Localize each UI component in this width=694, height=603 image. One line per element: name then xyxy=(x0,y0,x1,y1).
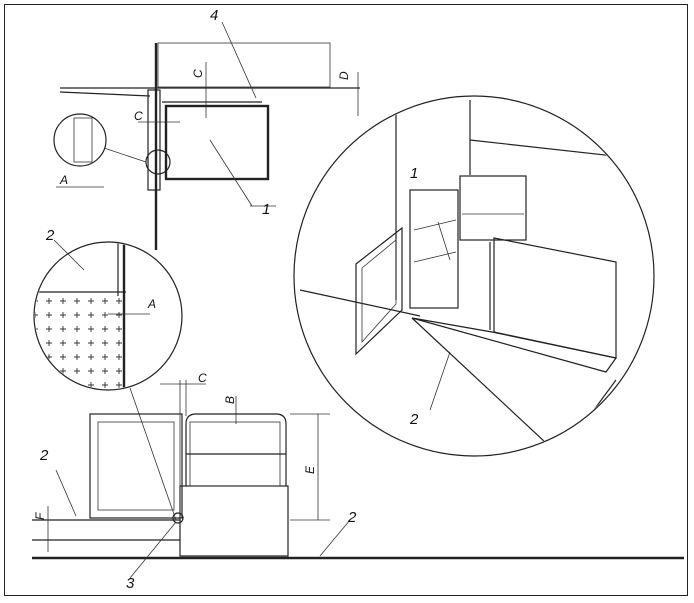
gate-frame xyxy=(147,89,161,191)
dim-label-d: D xyxy=(337,71,351,80)
leader-1 xyxy=(209,139,253,207)
drawing-frame xyxy=(4,4,688,596)
detail-floor xyxy=(35,292,126,389)
elevation-view xyxy=(32,380,684,579)
leader-floor-2 xyxy=(319,519,351,557)
hinge-marker xyxy=(172,512,184,524)
callout-circle-2: 2 xyxy=(409,411,419,428)
left-detail-view xyxy=(33,239,183,521)
dim-label-a-top: A xyxy=(59,173,68,187)
guard-rail xyxy=(185,413,287,486)
perspective-view xyxy=(293,95,655,457)
leader-4 xyxy=(221,21,257,99)
platform-section xyxy=(164,104,270,181)
leader-left-2 xyxy=(53,239,85,271)
top-section-view xyxy=(53,21,360,250)
platform-floor xyxy=(411,317,618,373)
access-line xyxy=(59,91,151,97)
right-gate-panel xyxy=(493,237,617,359)
side-rail-mid xyxy=(413,219,457,231)
swing-door-inner xyxy=(97,421,175,511)
dim-label-c-side: C xyxy=(198,371,207,385)
swing-door xyxy=(89,413,183,519)
callout-3: 3 xyxy=(126,575,135,592)
open-gate-inner xyxy=(361,239,397,344)
perspective-circle xyxy=(293,95,655,457)
leader-left-bottom-2 xyxy=(55,469,77,517)
callout-left-bottom-2: 2 xyxy=(39,447,49,464)
callout-left-2: 2 xyxy=(45,227,55,244)
detail-hatch xyxy=(73,117,93,163)
callout-circle-1: 1 xyxy=(410,165,418,182)
dim-label-c-h: C xyxy=(134,109,143,123)
open-gate xyxy=(355,226,403,356)
leader-circle-2 xyxy=(429,351,451,411)
dim-label-c-top: C xyxy=(191,69,205,78)
detail-circle-a xyxy=(53,113,107,167)
callout-1: 1 xyxy=(262,201,270,218)
detail-leader-line xyxy=(129,387,177,521)
floor-slab xyxy=(157,42,331,88)
leader-circle-1 xyxy=(437,221,451,261)
dim-label-b: B xyxy=(223,396,237,404)
dim-label-a-detail: A xyxy=(147,297,156,311)
callout-4: 4 xyxy=(210,7,218,24)
wall-top-line xyxy=(469,139,651,161)
ramp-edge xyxy=(559,379,617,455)
side-rail-low xyxy=(413,251,457,263)
leader-3 xyxy=(129,521,177,579)
callout-floor-2: 2 xyxy=(347,509,357,526)
dim-label-e: E xyxy=(303,465,317,474)
detail-leader xyxy=(103,147,147,163)
detail-circle-large xyxy=(33,241,183,391)
platform-edge xyxy=(411,317,561,455)
back-rail xyxy=(459,175,527,241)
side-rail xyxy=(409,189,459,309)
lift-base xyxy=(179,485,289,557)
dim-label-f: F xyxy=(33,512,47,520)
